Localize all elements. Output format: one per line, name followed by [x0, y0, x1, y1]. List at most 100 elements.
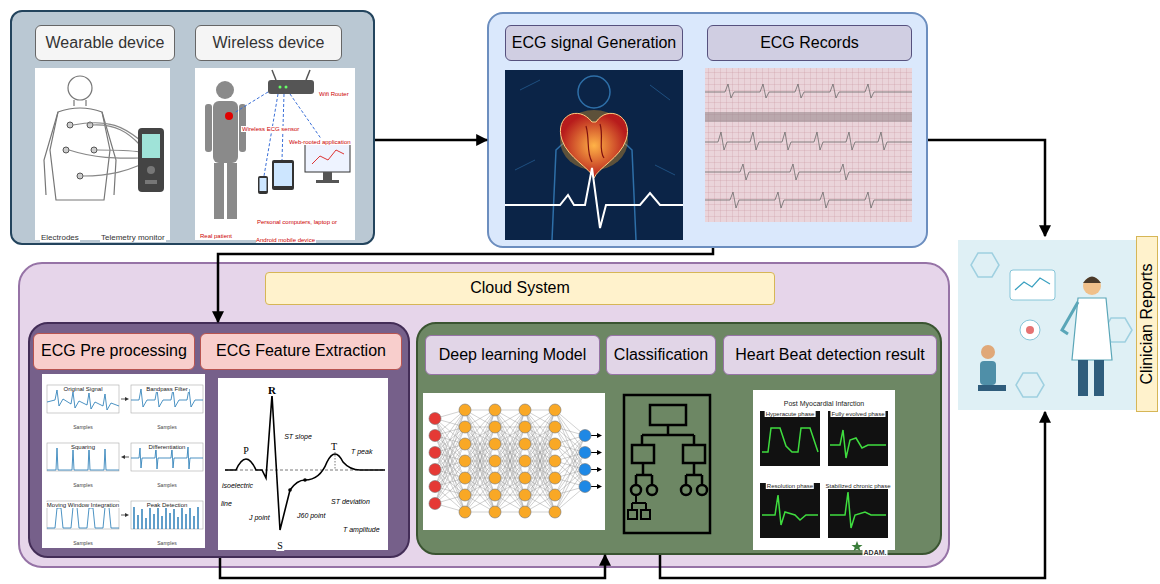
neural-network-illustration-part-part [489, 421, 501, 433]
decision-tree-illustration-part [683, 445, 705, 463]
label-slot: J60 point [296, 504, 326, 522]
preprocessing-illustration-part [47, 443, 119, 471]
preprocessing-illustration-part [47, 385, 119, 413]
box-title: ECG Records [760, 34, 859, 52]
preprocessing-illustration-part [131, 443, 203, 471]
clinician-reports: Clinician Reports [958, 236, 1158, 412]
label-slot: Electrodes [40, 226, 80, 244]
label-slot: Original Signal [62, 377, 103, 395]
ecg-record-illustration [705, 68, 912, 222]
box-title: ECG signal Generation [512, 34, 677, 52]
preprocessing-illustration-part [125, 397, 129, 401]
figure-label: Telemetry monitor [100, 233, 166, 242]
neural-network-illustration-part-part [549, 506, 561, 518]
neural-network-illustration-part-part [597, 433, 602, 438]
figure-label: Peak Detection [146, 502, 189, 508]
label-slot: Telemetry monitor [100, 226, 166, 244]
infarction-phases-illustration [753, 390, 895, 551]
box-title: Wearable device [46, 34, 165, 52]
figure-label: Hyperacute phase [765, 411, 816, 417]
wireless-illustration-part [213, 101, 238, 163]
preprocessing-illustration-part [131, 385, 203, 413]
clinician-illustration-part [978, 385, 1006, 391]
flow-arrow [660, 412, 1045, 578]
wireless-illustration-part [216, 81, 234, 99]
flow-arrow [375, 139, 487, 142]
label-slot: Peak Detection [146, 493, 189, 511]
figure-label: T [330, 441, 338, 452]
title-box: ECG Records [707, 25, 912, 61]
label-slot: Stabilized chronic phase [824, 474, 891, 492]
preprocessing-illustration-part [125, 513, 129, 517]
figure-label: T peak [350, 448, 373, 455]
figure-label: Resolution phase [766, 483, 814, 489]
neural-network-illustration-part-part [597, 450, 602, 455]
label-slot: Squaring [70, 435, 96, 453]
neural-network-illustration-part-part [525, 461, 555, 512]
label-slot: Resolution phase [766, 474, 814, 492]
clinician-illustration-part [980, 361, 996, 385]
decision-tree-illustration-part [642, 425, 694, 445]
wearable-illustration-part [50, 108, 110, 200]
label-slot: Samples [72, 531, 93, 549]
figure-label: S [276, 540, 284, 551]
clinician-illustration-part [981, 345, 995, 359]
ecg-record-illustration-part [705, 68, 912, 222]
decision-tree-illustration-part [624, 395, 710, 533]
neural-network-illustration-part-part [549, 455, 561, 467]
box-title: Cloud System [470, 279, 570, 297]
neural-network-illustration-part-part [495, 410, 525, 461]
decision-tree-illustration-part [681, 485, 691, 495]
flow-arrow [218, 248, 713, 322]
label-slot: Moving Window Integration [46, 493, 120, 511]
box-title: Heart Beat detection result [735, 346, 924, 364]
neural-network-illustration-part-part [549, 489, 561, 501]
neural-network-illustration-part-part [525, 461, 555, 512]
wearable-illustration-part [142, 134, 160, 158]
neural-network-illustration-part-part [549, 404, 561, 416]
label-slot: J point [248, 506, 271, 524]
ecg-record-illustration-part [705, 84, 912, 98]
preprocessing-illustration-part [134, 506, 198, 529]
label-slot: Bandpass Filter [145, 377, 189, 395]
figure-label: J point [248, 514, 271, 521]
flow-arrow [220, 555, 605, 578]
infarction-phases-illustration-part [753, 390, 895, 550]
label-slot: Hyperacute phase [765, 402, 816, 420]
wearable-illustration-part [91, 147, 97, 153]
label-slot: ADAM. [863, 541, 888, 559]
figure-label: Original Signal [62, 386, 103, 392]
preprocessing-illustration-part [42, 374, 205, 548]
ecg-record-illustration-part [705, 132, 912, 150]
clinician-illustration-part [1094, 360, 1104, 396]
wireless-illustration-part [285, 86, 288, 89]
infarction-phases-illustration-part [830, 492, 886, 528]
clinician-illustration-part [971, 253, 999, 277]
figure-label: Samples [156, 424, 177, 430]
neural-network-illustration-part-part [549, 438, 561, 450]
decision-tree-illustration-part [636, 463, 702, 485]
neural-network-illustration-part-part [429, 413, 441, 425]
heart-illustration-part [578, 76, 610, 108]
neural-network-illustration-part-part [495, 461, 525, 512]
wireless-illustration-part [272, 160, 294, 190]
figure-label: T amplitude [342, 526, 381, 533]
figure-label: Differentiation [148, 444, 187, 450]
wireless-illustration-part [227, 163, 237, 219]
neural-network-illustration-part-part [597, 484, 602, 489]
label-slot: ST deviation [330, 490, 371, 508]
figure-label: isoelectric line [221, 482, 253, 507]
neural-network-illustration-part-part [579, 464, 591, 476]
preprocessing-illustration-part [131, 501, 203, 529]
step-box: ECG Pre processing [33, 333, 195, 370]
figure-label: Post Myocardial Infarction [783, 400, 866, 407]
neural-network-illustration-part-part [465, 461, 495, 512]
wireless-illustration [195, 68, 355, 240]
figure-label: R [267, 384, 277, 396]
step-box: ECG Feature Extraction [200, 333, 402, 370]
figure-label: Stabilized chronic phase [824, 483, 891, 489]
preprocessing-illustration [42, 374, 205, 548]
neural-network-illustration-part-part [489, 438, 501, 450]
wireless-illustration-part [272, 70, 310, 80]
